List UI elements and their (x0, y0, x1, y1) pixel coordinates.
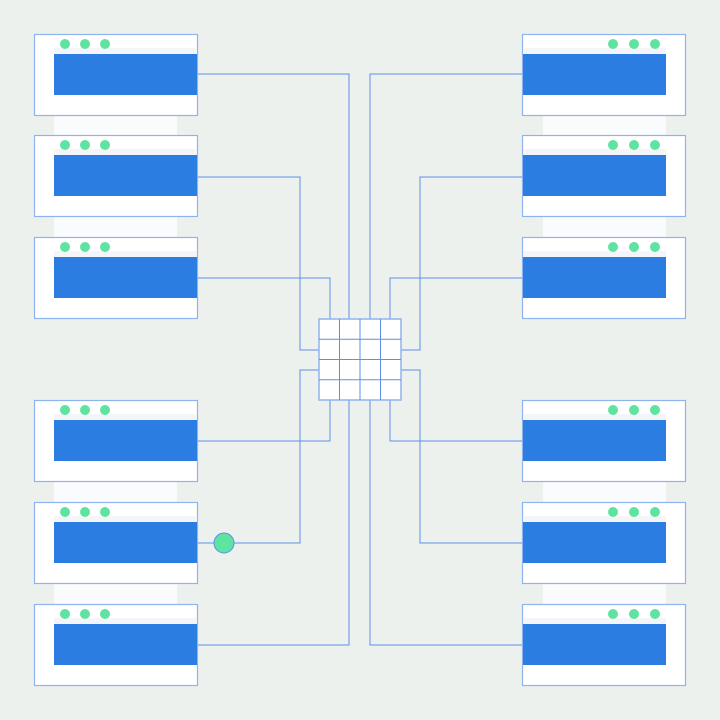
window-dot-icon (650, 140, 660, 150)
window-right-3[interactable] (521, 236, 687, 320)
window-dot-icon (60, 140, 70, 150)
window-dot-icon (608, 39, 618, 49)
window-right-6[interactable] (521, 603, 687, 687)
window-content-bar (523, 155, 666, 196)
window-dot-icon (629, 609, 639, 619)
window-content-bar (523, 624, 666, 665)
connector-line-1 (197, 73, 350, 319)
connector-line-10 (389, 400, 522, 442)
connector-line-4 (197, 400, 331, 442)
window-content-bar (523, 257, 666, 298)
connector-line-6 (197, 400, 350, 646)
window-right-2[interactable] (521, 134, 687, 218)
window-dot-icon (650, 507, 660, 517)
window-toolbar (523, 516, 666, 522)
window-left-4[interactable] (33, 399, 199, 483)
window-dot-icon (100, 140, 110, 150)
window-dot-icon (80, 507, 90, 517)
window-dot-icon (608, 405, 618, 415)
window-dot-icon (100, 39, 110, 49)
window-toolbar (54, 48, 197, 54)
window-toolbar (54, 251, 197, 257)
window-dot-icon (80, 242, 90, 252)
connector-line-11 (401, 369, 522, 544)
hub-grid (318, 318, 402, 401)
window-dot-icon (608, 507, 618, 517)
window-toolbar (523, 48, 666, 54)
connector-line-8 (401, 176, 522, 351)
window-content-bar (54, 257, 197, 298)
window-toolbar (523, 251, 666, 257)
connectors (197, 73, 522, 646)
window-right-4[interactable] (521, 399, 687, 483)
window-left-2[interactable] (33, 134, 199, 218)
window-content-bar (54, 420, 197, 461)
connector-line-9 (389, 277, 522, 319)
window-dot-icon (80, 609, 90, 619)
window-dot-icon (650, 242, 660, 252)
window-dot-icon (629, 140, 639, 150)
window-left-1[interactable] (33, 33, 199, 117)
window-dot-icon (629, 242, 639, 252)
window-dot-icon (608, 242, 618, 252)
window-dot-icon (80, 405, 90, 415)
window-dot-icon (60, 507, 70, 517)
window-dot-icon (60, 39, 70, 49)
connector-line-5 (197, 369, 319, 544)
window-content-bar (54, 54, 197, 95)
window-left-6[interactable] (33, 603, 199, 687)
window-dot-icon (650, 405, 660, 415)
window-dot-icon (60, 405, 70, 415)
window-dot-icon (80, 39, 90, 49)
connector-line-7 (369, 73, 522, 319)
window-dot-icon (100, 242, 110, 252)
window-content-bar (523, 54, 666, 95)
window-toolbar (523, 149, 666, 155)
window-toolbar (523, 414, 666, 420)
window-toolbar (523, 618, 666, 624)
window-toolbar (54, 414, 197, 420)
window-content-bar (523, 522, 666, 563)
window-toolbar (54, 149, 197, 155)
window-dot-icon (629, 405, 639, 415)
window-dot-icon (608, 140, 618, 150)
window-toolbar (54, 516, 197, 522)
connector-line-2 (197, 176, 319, 351)
window-dot-icon (629, 39, 639, 49)
connection-node[interactable] (213, 532, 235, 554)
window-dot-icon (650, 39, 660, 49)
window-content-bar (54, 155, 197, 196)
window-dot-icon (650, 609, 660, 619)
window-content-bar (54, 522, 197, 563)
connector-line-12 (369, 400, 522, 646)
window-dot-icon (60, 609, 70, 619)
window-left-5[interactable] (33, 501, 199, 585)
window-dot-icon (100, 405, 110, 415)
windows (33, 33, 687, 687)
window-toolbar (54, 618, 197, 624)
window-content-bar (523, 420, 666, 461)
window-dot-icon (60, 242, 70, 252)
window-dot-icon (100, 507, 110, 517)
window-content-bar (54, 624, 197, 665)
window-right-1[interactable] (521, 33, 687, 117)
window-dot-icon (629, 507, 639, 517)
connector-line-3 (197, 277, 331, 319)
window-dot-icon (80, 140, 90, 150)
window-dot-icon (608, 609, 618, 619)
window-left-3[interactable] (33, 236, 199, 320)
window-right-5[interactable] (521, 501, 687, 585)
window-dot-icon (100, 609, 110, 619)
